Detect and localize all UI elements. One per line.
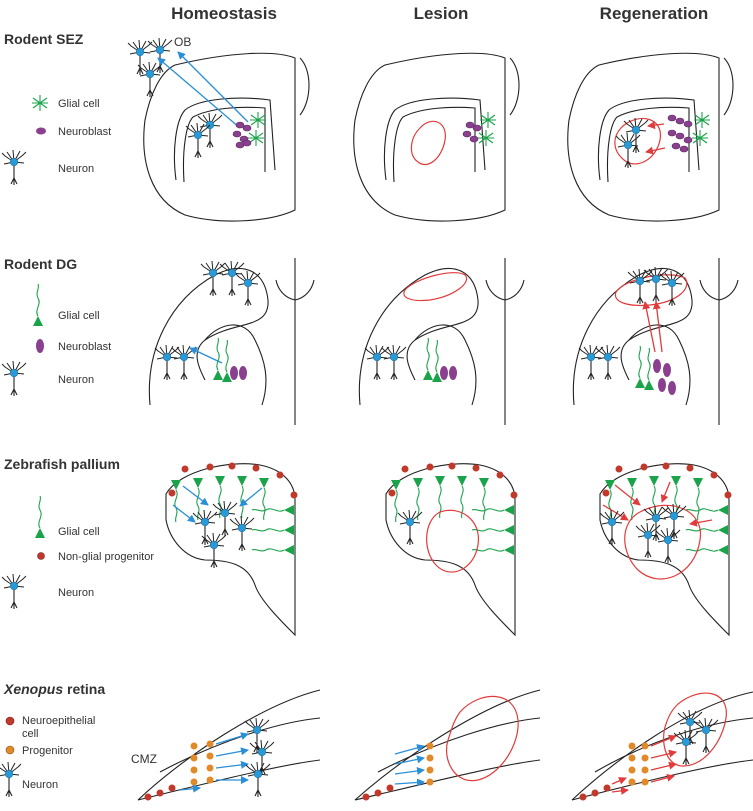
legend-non-glial-progenitor: Non-glial progenitor [58,551,154,563]
xenopus-regeneration-panel [571,691,753,801]
xenopus-homeostasis-panel: CMZ [131,689,321,801]
legend-glial-cell: Glial cell [58,98,100,110]
dg-lesion-panel [358,258,525,425]
sez-regeneration-panel [567,52,734,222]
neuron-icon-2 [1,360,27,397]
legend-neuron-3: Neuron [58,587,94,599]
progenitor-icon-orange [5,745,15,755]
row-title-zebrafish-pallium: Zebrafish pallium [4,456,120,472]
label-cmz: CMZ [131,752,157,766]
glial-cell-icon-3 [34,495,46,539]
glial-cell-icon [31,94,49,112]
neuroepithelial-icon [5,716,15,726]
xenopus-lesion-panel [354,689,541,801]
row-title-rodent-sez: Rodent SEZ [4,31,84,47]
legend-glial-cell-2: Glial cell [58,310,100,322]
legend-neuron-2: Neuron [58,374,94,386]
legend-neuroblast-2: Neuroblast [58,341,111,353]
neuron-icon-3 [1,573,27,610]
zebrafish-lesion-panel [385,462,518,637]
legend-glial-cell-3: Glial cell [58,526,100,538]
sez-homeostasis-panel: OB [127,35,310,222]
legend-neuroepithelial: Neuroepithelial [22,715,95,727]
neuroblast-icon [36,127,46,135]
neuron-icon-4 [0,761,22,798]
zebrafish-homeostasis-panel [165,462,298,637]
column-title-lesion: Lesion [414,4,469,23]
glial-cell-icon-2 [32,283,44,327]
neuroblast-icon-2 [36,339,44,353]
column-title-homeostasis: Homeostasis [171,4,277,23]
legend-neuroepithelial-cell: cell [22,728,39,740]
neuron-icon [1,149,27,186]
label-ob: OB [174,35,191,49]
row-title-xenopus-retina: Xenopus retina [3,681,105,697]
column-title-regeneration: Regeneration [600,4,709,23]
row-title-rodent-dg: Rodent DG [4,256,77,272]
dg-homeostasis-panel [148,258,315,425]
dg-regeneration-panel [572,258,739,425]
sez-lesion-panel [353,52,520,222]
legend-neuron: Neuron [58,163,94,175]
zebrafish-regeneration-panel [599,462,732,637]
legend-progenitor: Progenitor [22,745,73,757]
legend-neuroblast: Neuroblast [58,126,111,138]
legend-neuron-4: Neuron [22,779,58,791]
progenitor-icon [37,552,45,560]
